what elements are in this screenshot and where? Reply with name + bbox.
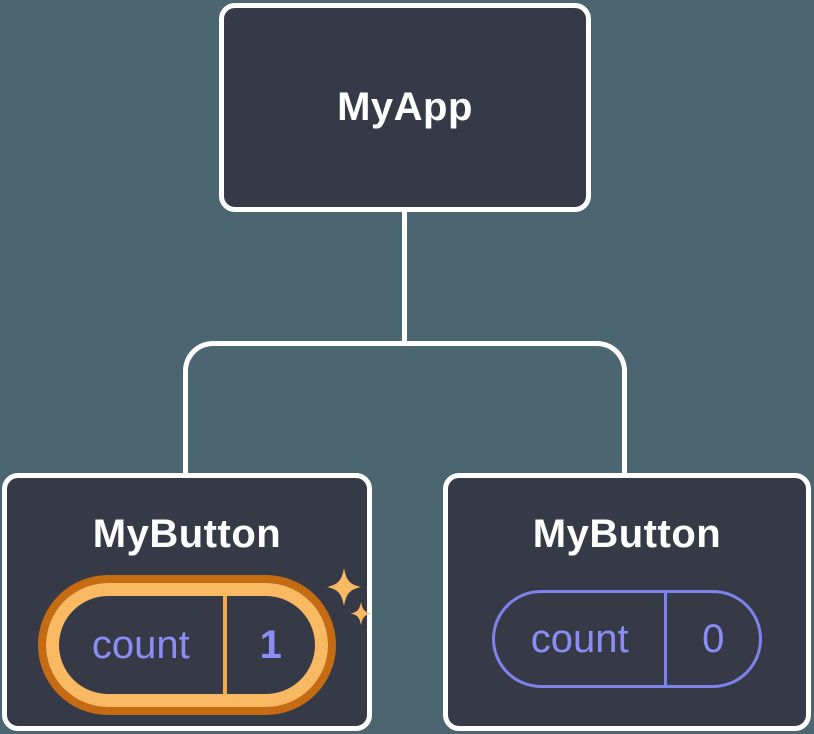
node-myapp-label: MyApp <box>337 85 473 129</box>
state-value: 1 <box>259 623 282 667</box>
state-pill-highlighted: count 1 <box>46 583 328 707</box>
sparkles-icon <box>327 568 372 625</box>
connector-root-stem <box>402 208 407 346</box>
state-key: count <box>530 617 629 661</box>
pill-divider <box>664 593 668 685</box>
node-mybutton-left-label: MyButton <box>92 512 282 556</box>
node-mybutton-right-label: MyButton <box>532 512 722 556</box>
node-myapp: MyApp <box>219 3 591 212</box>
pill-divider <box>222 596 227 694</box>
state-value: 0 <box>702 617 725 661</box>
state-pill: count 0 <box>492 590 762 688</box>
connector-branch-bracket <box>183 341 627 481</box>
node-mybutton-left: MyButton count 1 <box>2 473 372 731</box>
state-key: count <box>91 623 190 667</box>
node-mybutton-right: MyButton count 0 <box>443 473 811 731</box>
